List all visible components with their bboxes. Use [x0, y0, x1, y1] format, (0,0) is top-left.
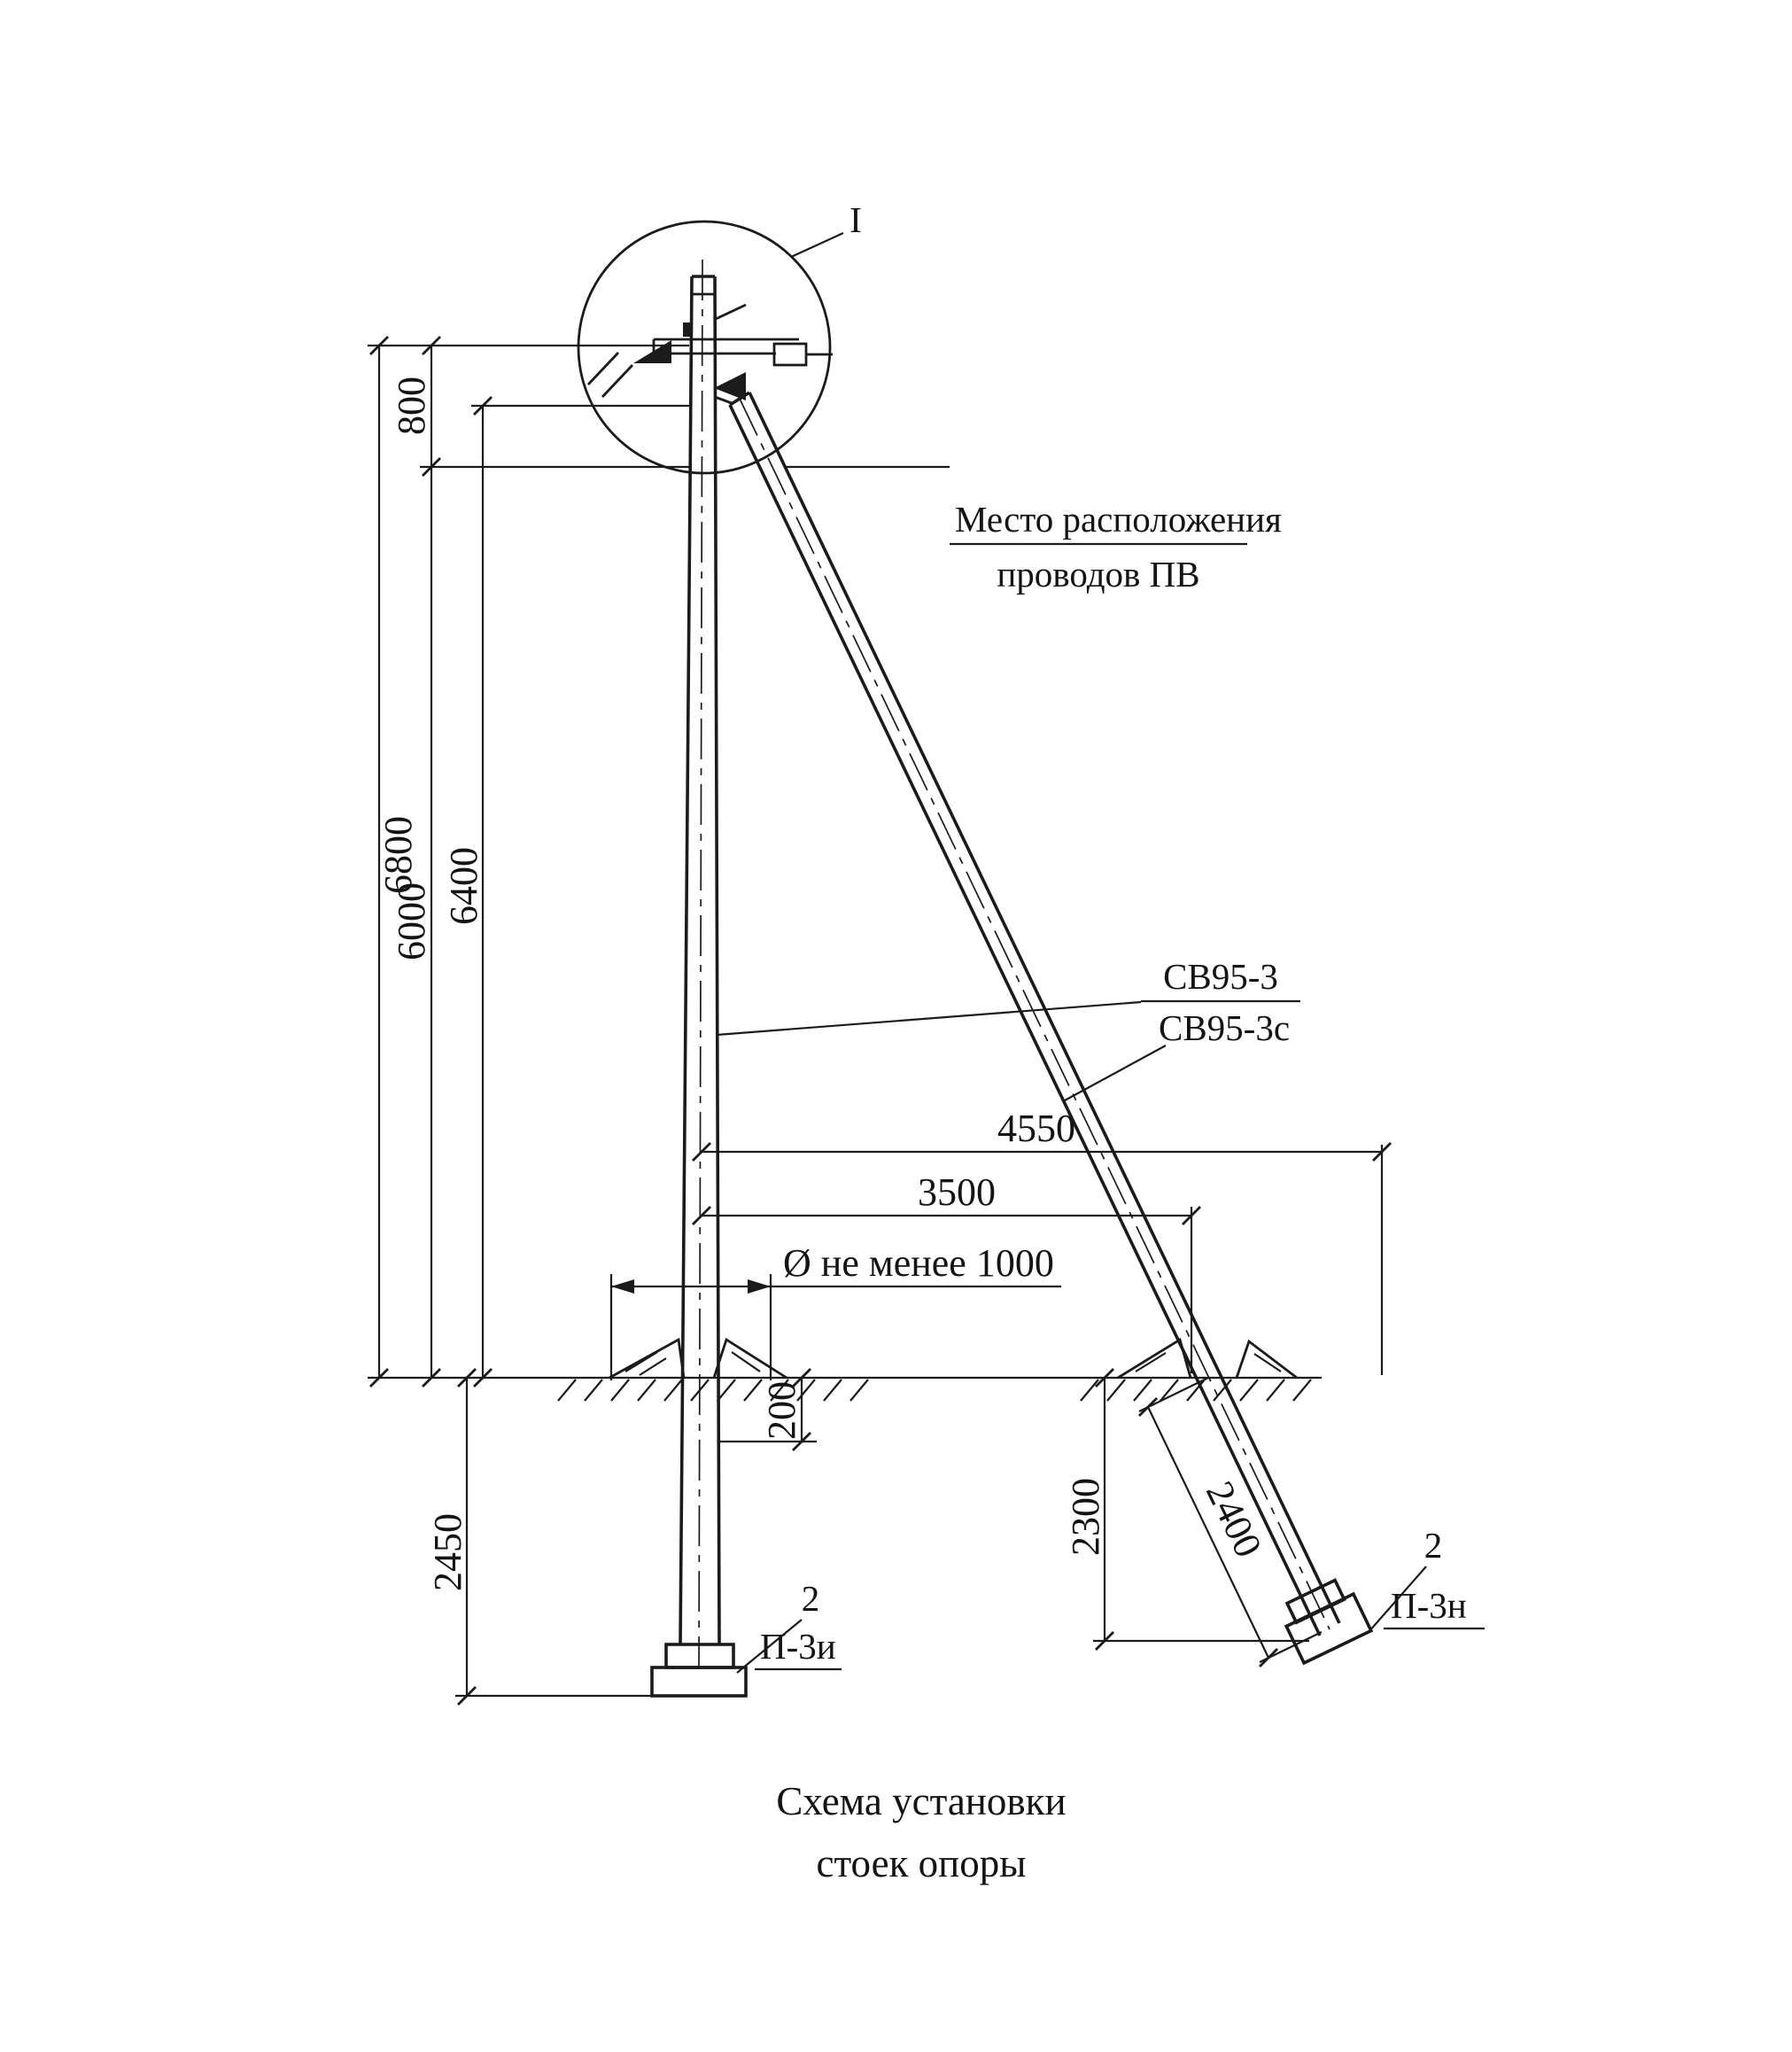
dim-4550: 4550: [997, 1107, 1075, 1150]
detail-marker-label: I: [849, 199, 862, 240]
dim-2300: 2300: [1064, 1478, 1107, 1556]
right-plate-leader: [1368, 1566, 1427, 1633]
pole-right-edge: [713, 276, 721, 1645]
rack-type-top: СВ95-3: [1163, 956, 1278, 997]
caption-line2: стоек опоры: [817, 1841, 1027, 1885]
dim-6000: 6000: [390, 882, 433, 960]
pole: [679, 259, 721, 1670]
dimension-ticks: [369, 336, 1392, 1706]
strut-pole-bracket: [714, 395, 733, 405]
band-wire-1: [601, 364, 634, 398]
extension-lines: [368, 344, 1384, 1698]
rack-leader-strut: [1064, 1045, 1167, 1101]
dim-6400: 6400: [442, 847, 485, 925]
traverse-hook: [772, 342, 808, 367]
pole-left-edge: [679, 276, 694, 1645]
wires-location-line1: Место расположения: [955, 499, 1282, 540]
strut: [714, 391, 1341, 1636]
dimension-texts: 800 6800 6000 6400 2450 200 4550 3500 Ø …: [376, 377, 1270, 1591]
bolt: [683, 323, 693, 337]
strut-centerline: [739, 398, 1330, 1630]
left-plate-index: 2: [802, 1578, 820, 1619]
dim-2400-line: [1147, 1406, 1269, 1659]
clamp-left: [633, 340, 671, 363]
ground: [368, 1337, 1322, 1402]
caption: Схема установки стоек опоры: [776, 1779, 1066, 1885]
pin-line: [715, 303, 747, 321]
pole-top-detail: I: [577, 199, 862, 475]
rack-leader-pole: [716, 1000, 1142, 1037]
pole-anchor-plate: [650, 1666, 748, 1698]
detail-leader: [790, 231, 844, 259]
clamp-strut: [714, 372, 746, 400]
caption-line1: Схема установки: [776, 1779, 1066, 1823]
left-plate-name: П-3и: [760, 1626, 836, 1667]
right-plate-index: 2: [1424, 1525, 1443, 1566]
arrow-dia-left: [611, 1279, 634, 1294]
dim-diameter: Ø не менее 1000: [783, 1241, 1054, 1285]
backfill-cone-strut: [1117, 1337, 1298, 1380]
dim-2450: 2450: [426, 1513, 469, 1591]
strut-upper-edge: [748, 392, 1341, 1624]
strut-top-cap: [729, 391, 750, 407]
dim-6800: 6800: [376, 816, 420, 894]
dimension-lines: [369, 336, 1392, 1706]
strut-lower-edge: [728, 404, 1322, 1636]
pole-collar: [664, 1643, 735, 1669]
dim-200: 200: [760, 1381, 803, 1440]
detail-circle: [577, 220, 832, 475]
right-plate-name: П-3н: [1391, 1585, 1467, 1626]
rack-type-bottom: СВ95-3с: [1159, 1007, 1290, 1048]
foundation-left: [650, 1643, 748, 1698]
ground-hatch: [557, 1379, 1312, 1402]
callouts: Место расположения проводов ПВ СВ95-3 СВ…: [716, 499, 1485, 1674]
left-plate-leader: [736, 1619, 803, 1674]
dim-800: 800: [390, 377, 433, 435]
band-wire-2: [586, 352, 620, 385]
arrow-dia-right: [748, 1279, 771, 1294]
dim-3500: 3500: [918, 1170, 996, 1214]
backfill-cone-pole: [609, 1337, 787, 1380]
wires-location-line2: проводов ПВ: [997, 554, 1199, 595]
cone-hatch: [624, 1351, 1282, 1376]
dim-2400: 2400: [1198, 1474, 1270, 1564]
pole-centerline: [698, 259, 703, 1670]
